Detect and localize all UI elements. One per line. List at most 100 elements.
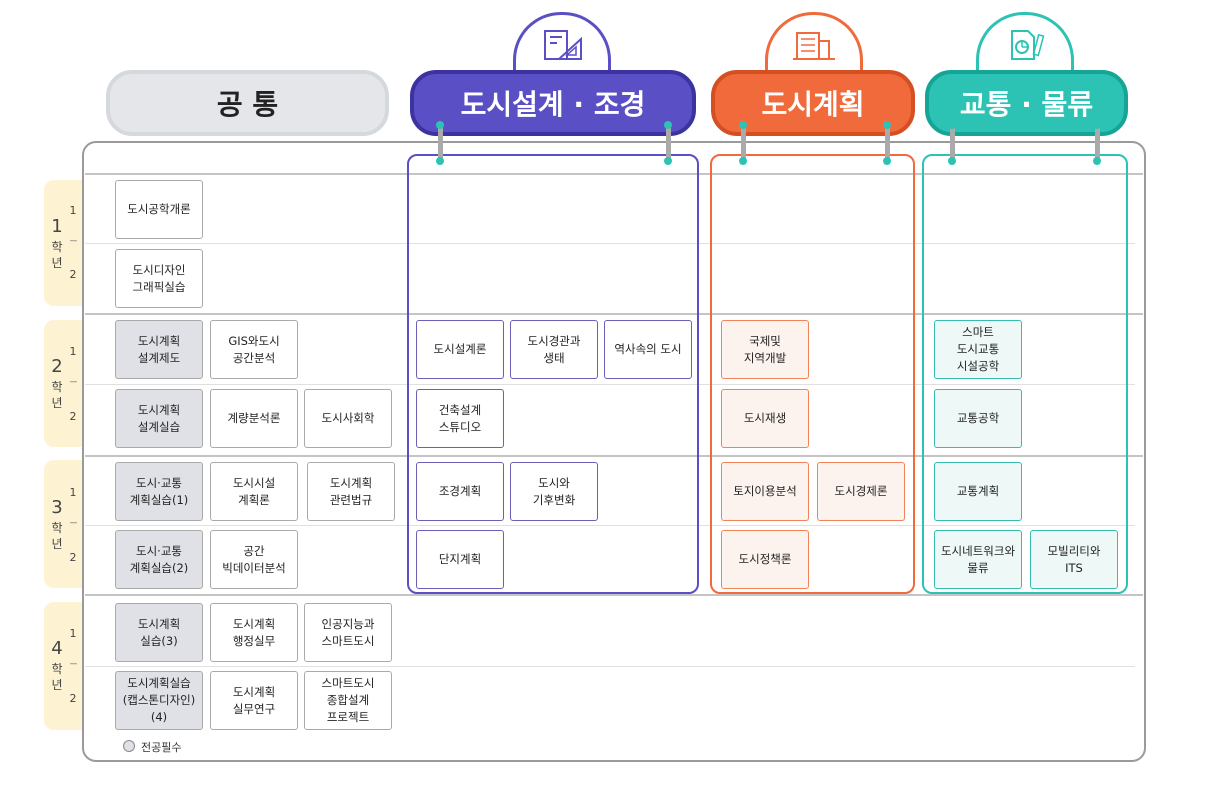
semester-label: 1 <box>69 486 77 499</box>
course-box: 교통공학 <box>934 389 1022 448</box>
year-char: 학 <box>51 662 63 676</box>
course-box: 도시계획 행정실무 <box>210 603 298 662</box>
course-box: 건축설계 스튜디오 <box>416 389 504 448</box>
row-divider <box>85 173 1143 175</box>
row-divider <box>85 313 1143 315</box>
semester-label: 2 <box>69 551 77 564</box>
course-box-required: 도시계획 설계실습 <box>115 389 203 448</box>
course-box: 조경계획 <box>416 462 504 521</box>
building-icon <box>793 32 835 60</box>
header-common-label: 공 통 <box>216 88 279 121</box>
year-tab-4 <box>44 602 82 730</box>
semester-divider: --- <box>69 377 78 387</box>
course-box: 단지계획 <box>416 530 504 589</box>
semester-label: 1 <box>69 204 77 217</box>
header-transport: 교통 · 물류 <box>925 70 1128 136</box>
semester-label: 2 <box>69 410 77 423</box>
row-divider <box>85 666 1135 667</box>
course-box-required: 도시계획 실습(3) <box>115 603 203 662</box>
hanger-knob <box>664 121 672 129</box>
hanger-knob <box>436 121 444 129</box>
design-icon-arch <box>513 12 611 72</box>
hanger-knob <box>1093 157 1101 165</box>
course-box: GIS와도시 공간분석 <box>210 320 298 379</box>
hanger-knob <box>948 121 956 129</box>
semester-divider: --- <box>69 518 78 528</box>
year-number: 1 <box>51 216 63 237</box>
legend-required-marker <box>123 740 135 752</box>
hanger-connector <box>950 124 955 160</box>
year-char: 년 <box>51 678 63 692</box>
hanger-knob <box>883 121 891 129</box>
hanger-knob <box>739 157 747 165</box>
course-box: 공간 빅데이터분석 <box>210 530 298 589</box>
year-number: 4 <box>51 638 63 659</box>
row-divider <box>85 455 1143 457</box>
course-box: 도시재생 <box>721 389 809 448</box>
hanger-connector <box>885 124 890 160</box>
course-box: 인공지능과 스마트도시 <box>304 603 392 662</box>
course-box: 도시네트워크와 물류 <box>934 530 1022 589</box>
course-box: 역사속의 도시 <box>604 320 692 379</box>
course-box: 도시시설 계획론 <box>210 462 298 521</box>
year-char: 년 <box>51 396 63 410</box>
row-divider <box>85 594 1143 596</box>
course-box: 모빌리티와 ITS <box>1030 530 1118 589</box>
year-tab-2 <box>44 320 82 447</box>
year-char: 년 <box>51 537 63 551</box>
hanger-connector <box>741 124 746 160</box>
year-char: 학 <box>51 240 63 254</box>
semester-label: 1 <box>69 345 77 358</box>
course-box: 도시경제론 <box>817 462 905 521</box>
course-box: 도시와 기후변화 <box>510 462 598 521</box>
hanger-knob <box>948 157 956 165</box>
course-box: 도시공학개론 <box>115 180 203 239</box>
row-divider <box>85 525 1135 526</box>
semester-divider: --- <box>69 236 78 246</box>
year-tab-1 <box>44 180 82 306</box>
planning-track-frame <box>710 154 915 594</box>
header-planning-label: 도시계획 <box>761 88 865 121</box>
course-box-required: 도시계획 설계제도 <box>115 320 203 379</box>
course-box: 계량분석론 <box>210 389 298 448</box>
course-box: 스마트 도시교통 시설공학 <box>934 320 1022 379</box>
transport-icon-arch <box>976 12 1074 72</box>
course-box: 도시설계론 <box>416 320 504 379</box>
header-transport-label: 교통 · 물류 <box>959 88 1094 121</box>
design-track-frame <box>407 154 699 594</box>
year-char: 학 <box>51 521 63 535</box>
hanger-connector <box>1095 124 1100 160</box>
course-box: 도시정책론 <box>721 530 809 589</box>
year-char: 년 <box>51 256 63 270</box>
hanger-knob <box>739 121 747 129</box>
ruler-triangle-icon <box>544 30 582 60</box>
hanger-knob <box>1093 121 1101 129</box>
year-number: 2 <box>51 356 63 377</box>
course-box: 국제및 지역개발 <box>721 320 809 379</box>
year-char: 학 <box>51 380 63 394</box>
course-box-required: 도시계획실습 (캡스톤디자인) (4) <box>115 671 203 730</box>
year-tab-3 <box>44 460 82 588</box>
hanger-knob <box>664 157 672 165</box>
course-box-required: 도시·교통 계획실습(1) <box>115 462 203 521</box>
course-box: 도시사회학 <box>304 389 392 448</box>
course-box: 도시계획 실무연구 <box>210 671 298 730</box>
planning-icon-arch <box>765 12 863 72</box>
header-design: 도시설계 · 조경 <box>410 70 696 136</box>
semester-label: 2 <box>69 268 77 281</box>
course-box: 토지이용분석 <box>721 462 809 521</box>
course-box: 도시디자인 그래픽실습 <box>115 249 203 308</box>
course-box: 스마트도시 종합설계 프로젝트 <box>304 671 392 730</box>
hanger-connector <box>666 124 671 160</box>
header-design-label: 도시설계 · 조경 <box>460 88 646 121</box>
semester-label: 1 <box>69 627 77 640</box>
course-box-required: 도시·교통 계획실습(2) <box>115 530 203 589</box>
row-divider <box>85 384 1135 385</box>
transport-track-frame <box>922 154 1128 594</box>
document-icon <box>1011 30 1045 60</box>
hanger-knob <box>883 157 891 165</box>
course-box: 도시계획 관련법규 <box>307 462 395 521</box>
course-box: 교통계획 <box>934 462 1022 521</box>
semester-label: 2 <box>69 692 77 705</box>
row-divider <box>85 243 1135 244</box>
